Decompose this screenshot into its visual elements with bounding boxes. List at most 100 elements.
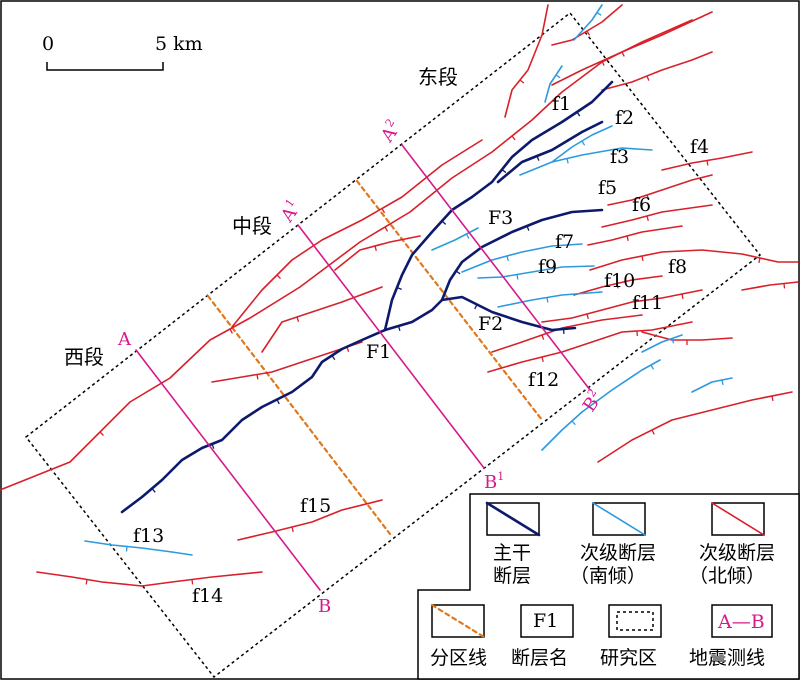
legend-item-seismic-line: A—B 地震测线 bbox=[689, 604, 773, 669]
legend-swatch-main-fault bbox=[485, 501, 541, 537]
north-dip-fault-east-6 bbox=[641, 331, 733, 341]
fault-tick-marks bbox=[646, 75, 650, 81]
fault-tick-marks bbox=[626, 235, 629, 241]
fault-label-f14: f14 bbox=[192, 585, 223, 607]
legend-seismic-sample: A—B bbox=[717, 611, 765, 633]
main-faults bbox=[120, 80, 614, 514]
fault-tick bbox=[546, 297, 549, 303]
fault-tick bbox=[641, 255, 644, 262]
fault-tick-marks bbox=[465, 233, 470, 239]
fault-tick bbox=[783, 283, 786, 289]
fault-tick bbox=[501, 168, 507, 174]
fault-tick-marks bbox=[646, 194, 650, 200]
fault-tick-marks bbox=[581, 140, 586, 146]
fault-tick bbox=[516, 274, 519, 280]
fault-tick-marks bbox=[706, 160, 709, 166]
fault-label-f6: f6 bbox=[632, 194, 651, 216]
fault-tick bbox=[506, 255, 509, 261]
fault-tick bbox=[646, 75, 650, 81]
fault-tick-marks bbox=[601, 60, 605, 66]
fault-label-f9: f9 bbox=[538, 256, 557, 278]
legend-swatch-frame bbox=[486, 502, 540, 536]
main-fault-F3 bbox=[440, 208, 604, 302]
fault-tick-marks bbox=[276, 208, 386, 279]
zone-line-west-middle bbox=[206, 294, 392, 536]
fault-label-f5: f5 bbox=[598, 177, 617, 199]
scale-bar-line bbox=[46, 62, 164, 71]
fault-tick bbox=[758, 257, 761, 264]
fault-tick bbox=[381, 208, 386, 214]
fault-tick bbox=[397, 325, 401, 331]
legend-item-zone-line: 分区线 bbox=[430, 603, 487, 669]
north-dip-fault-east-4 bbox=[601, 51, 713, 91]
fault-tick-marks bbox=[151, 325, 401, 493]
legend-swatch-frame bbox=[608, 604, 662, 638]
fault-tick-marks bbox=[546, 297, 549, 303]
fault-f5 bbox=[607, 174, 713, 206]
fault-label-f15: f15 bbox=[300, 495, 331, 517]
fault-tick-marks bbox=[455, 225, 530, 275]
legend-swatch-zone-line bbox=[430, 603, 486, 639]
seismic-line-A-B bbox=[135, 349, 321, 591]
south-dip-fault-southeast bbox=[541, 359, 661, 451]
fault-label-f8: f8 bbox=[668, 256, 687, 278]
legend-item-main-fault: 主干 断层 bbox=[485, 501, 541, 587]
fault-tick bbox=[191, 579, 194, 585]
fault-f7 bbox=[587, 225, 683, 246]
fault-tick bbox=[771, 395, 774, 402]
fault-tick-marks bbox=[374, 245, 377, 251]
fault-tick bbox=[85, 579, 88, 585]
north-dip-fault-middle-lower bbox=[261, 286, 383, 353]
fault-label-f10: f10 bbox=[604, 270, 635, 292]
fault-tick bbox=[276, 274, 281, 279]
main-fault-F2 bbox=[440, 295, 577, 332]
fault-tick-marks bbox=[616, 283, 619, 289]
legend: 主干 断层 次级断层 （南倾） 次级断层 （北倾） 分区线 F1 断层名 bbox=[417, 493, 800, 680]
fault-f11 bbox=[541, 289, 703, 323]
legend-study-area-label: 研究区 bbox=[600, 647, 657, 669]
fault-tick bbox=[256, 374, 259, 380]
fault-tick-marks bbox=[541, 334, 545, 340]
fault-tick bbox=[526, 225, 530, 231]
fault-tick-marks bbox=[555, 74, 561, 79]
fault-tick bbox=[671, 338, 675, 344]
fault-tick-marks bbox=[671, 338, 675, 344]
fault-tick bbox=[566, 158, 569, 164]
zone-line-middle-east bbox=[355, 179, 544, 422]
fault-tick bbox=[211, 443, 215, 449]
scale-bar: 0 5 km bbox=[42, 33, 203, 71]
fault-tick bbox=[555, 74, 561, 79]
north-dip-fault-northern-margin bbox=[0, 19, 693, 491]
fault-f8 bbox=[589, 249, 799, 271]
fault-tick bbox=[465, 233, 470, 239]
north-dip-fault-east-edge bbox=[741, 281, 799, 291]
fault-tick-marks bbox=[586, 293, 684, 319]
fault-tick bbox=[581, 140, 586, 146]
fault-label-f12: f12 bbox=[528, 369, 559, 391]
fault-tick bbox=[396, 286, 402, 290]
fault-tick-marks bbox=[586, 30, 591, 36]
fault-tick bbox=[621, 51, 625, 57]
legend-fault-name-sample: F1 bbox=[533, 610, 558, 632]
fault-labels: f1 f2 f3 f4 f5 f6 f7 f8 f9 f10 f11 f12 f… bbox=[133, 93, 709, 607]
fault-label-f3: f3 bbox=[610, 146, 629, 168]
legend-main-fault-line1: 主干 bbox=[493, 542, 531, 564]
fault-f13 bbox=[84, 540, 193, 556]
legend-item-south-dip-fault: 次级断层 （南倾） bbox=[570, 502, 656, 587]
legend-swatch-south-dip-fault bbox=[592, 502, 646, 536]
fault-tick-marks bbox=[506, 255, 509, 261]
fault-tick bbox=[706, 160, 709, 166]
fault-tick bbox=[681, 293, 684, 300]
fault-tick-marks bbox=[651, 395, 774, 435]
fault-tick bbox=[541, 334, 545, 340]
segment-label-middle: 中段 bbox=[232, 214, 272, 238]
fault-tick bbox=[474, 304, 478, 310]
fault-tick bbox=[151, 488, 156, 493]
study-area-boundary bbox=[24, 11, 762, 679]
legend-item-fault-name: F1 断层名 bbox=[511, 604, 574, 669]
seismic-label-B1: B1 bbox=[484, 470, 504, 493]
legend-swatch-frame bbox=[431, 604, 485, 638]
legend-south-dip-line1: 次级断层 bbox=[580, 542, 656, 564]
fault-tick bbox=[646, 215, 649, 221]
legend-fault-name-label: 断层名 bbox=[511, 647, 568, 669]
